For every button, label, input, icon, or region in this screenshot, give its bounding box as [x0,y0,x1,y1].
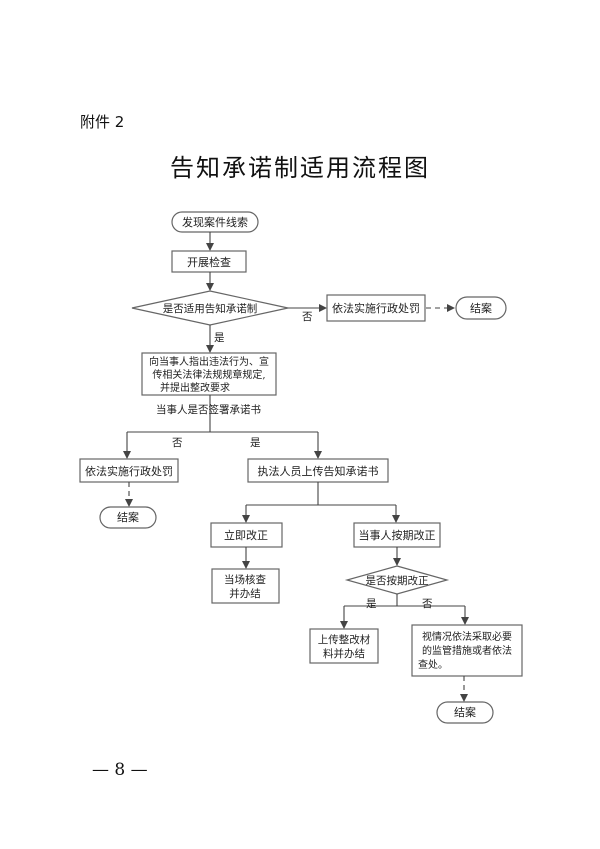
svg-text:依法实施行政处罚: 依法实施行政处罚 [85,464,173,478]
node-point-out-violation: 向当事人指出违法行为、宣 传相关法律法规规章规定, 并提出整改要求 [141,352,277,396]
node-correct-immediately: 立即改正 [210,522,283,548]
svg-text:结案: 结案 [470,301,492,315]
label-yes: 是 [214,332,225,344]
svg-text:结案: 结案 [117,510,139,524]
page-number: — 8 — [92,760,148,780]
node-onsite-verify: 当场核查 并办结 [211,568,280,604]
svg-text:并提出整改要求: 并提出整改要求 [160,381,230,394]
label-no: 否 [422,598,433,610]
svg-text:上传整改材: 上传整改材 [318,633,371,646]
svg-text:视情况依法采取必要: 视情况依法采取必要 [422,630,512,643]
label-yes: 是 [366,598,377,610]
page-title: 告知承诺制适用流程图 [170,154,430,182]
node-take-measures: 视情况依法采取必要 的监管措施或者依法 查处。 [411,624,523,677]
node-discover-clue: 发现案件线索 [171,211,259,233]
node-close-case-3: 结案 [436,701,494,724]
node-upload-rectification: 上传整改材 料并办结 [309,628,379,664]
label-yes: 是 [250,437,261,449]
decision-corrected-on-time: 是否按期改正 [344,565,450,595]
svg-text:当事人按期改正: 当事人按期改正 [359,528,436,542]
svg-text:并办结: 并办结 [229,587,261,600]
svg-text:执法人员上传告知承诺书: 执法人员上传告知承诺书 [258,464,379,478]
svg-text:开展检查: 开展检查 [187,255,231,269]
svg-text:依法实施行政处罚: 依法实施行政处罚 [332,301,420,315]
svg-text:发现案件线索: 发现案件线索 [182,215,248,229]
svg-text:查处。: 查处。 [418,658,448,671]
node-close-case-1: 结案 [455,296,507,320]
svg-text:传相关法律法规规章规定,: 传相关法律法规规章规定, [152,368,265,381]
node-upload-commitment: 执法人员上传告知承诺书 [247,458,389,483]
svg-text:当场核查: 当场核查 [224,573,266,586]
svg-text:是否按期改正: 是否按期改正 [366,574,429,587]
svg-text:立即改正: 立即改正 [224,528,268,542]
svg-text:是否适用告知承诺制: 是否适用告知承诺制 [163,302,258,315]
node-close-case-2: 结案 [99,506,157,529]
svg-text:的监管措施或者依法: 的监管措施或者依法 [422,644,512,657]
node-party-correct-on-time: 当事人按期改正 [353,522,441,548]
svg-text:结案: 结案 [454,705,476,719]
node-admin-penalty-2: 依法实施行政处罚 [79,458,179,483]
svg-text:料并办结: 料并办结 [323,647,365,660]
label-no: 否 [302,311,313,323]
label-no: 否 [172,437,183,449]
decision-apply-notification: 是否适用告知承诺制 [131,290,289,326]
node-inspection: 开展检查 [171,250,247,273]
question-sign-commitment: 当事人是否签署承诺书 [156,403,261,416]
node-admin-penalty-1: 依法实施行政处罚 [326,294,426,322]
svg-text:向当事人指出违法行为、宣: 向当事人指出违法行为、宣 [149,355,269,368]
attachment-label: 附件 2 [80,113,125,131]
